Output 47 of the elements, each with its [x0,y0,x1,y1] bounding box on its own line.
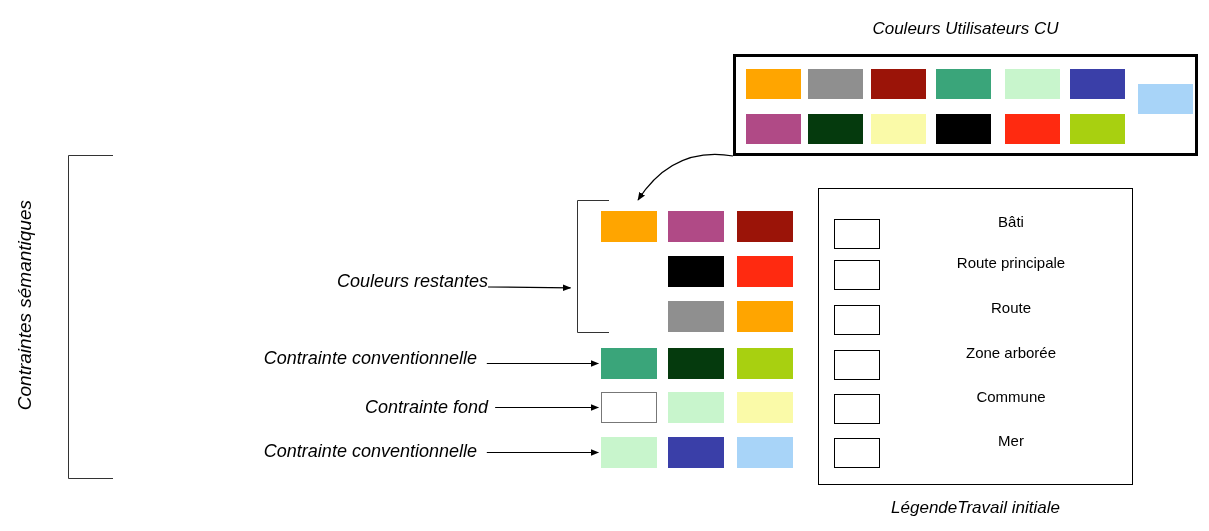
color-swatch [808,69,863,99]
color-swatch [668,301,724,332]
color-swatch [871,114,926,144]
color-swatch [737,392,793,423]
color-swatch [601,211,657,242]
color-swatch [746,69,801,99]
legend-label: Bâti [998,213,1024,230]
color-swatch [668,211,724,242]
color-swatch [1070,114,1125,144]
color-swatch [737,437,793,468]
legend-label: Commune [976,388,1046,405]
palette-title: Couleurs Utilisateurs CU [872,19,1059,39]
color-swatch [737,348,793,379]
legend-label: Mer [998,432,1024,449]
legend-title: LégendeTravail initiale [891,498,1060,518]
legend-label: Route [991,299,1031,316]
color-swatch [936,69,991,99]
color-swatch [1005,69,1060,99]
color-swatch [668,348,724,379]
arrow [637,153,734,201]
color-swatch [1005,114,1060,144]
color-swatch [601,348,657,379]
legend-label: Zone arborée [965,344,1057,361]
color-swatch [1138,84,1193,114]
color-swatch [737,301,793,332]
color-swatch [1070,69,1125,99]
color-swatch [936,114,991,144]
color-swatch [601,437,657,468]
constraint-label: Contrainte fond [250,392,488,422]
color-swatch [737,256,793,287]
color-swatch [668,437,724,468]
color-swatch [668,392,724,423]
constraint-label: Contrainte conventionnelle [150,436,477,466]
color-swatch [601,392,657,423]
arrow [486,449,600,456]
constraint-label: Contrainte conventionnelle [150,343,477,373]
constraint-label: Couleurs restantes [230,266,488,296]
color-swatch [808,114,863,144]
arrow [487,284,572,292]
axis-label: Contraintes sémantiques [14,200,36,411]
arrow [486,360,600,367]
color-swatch [668,256,724,287]
arrow [494,404,600,411]
color-swatch [746,114,801,144]
legend-label: Route principale [956,254,1066,271]
color-swatch [871,69,926,99]
color-swatch [737,211,793,242]
